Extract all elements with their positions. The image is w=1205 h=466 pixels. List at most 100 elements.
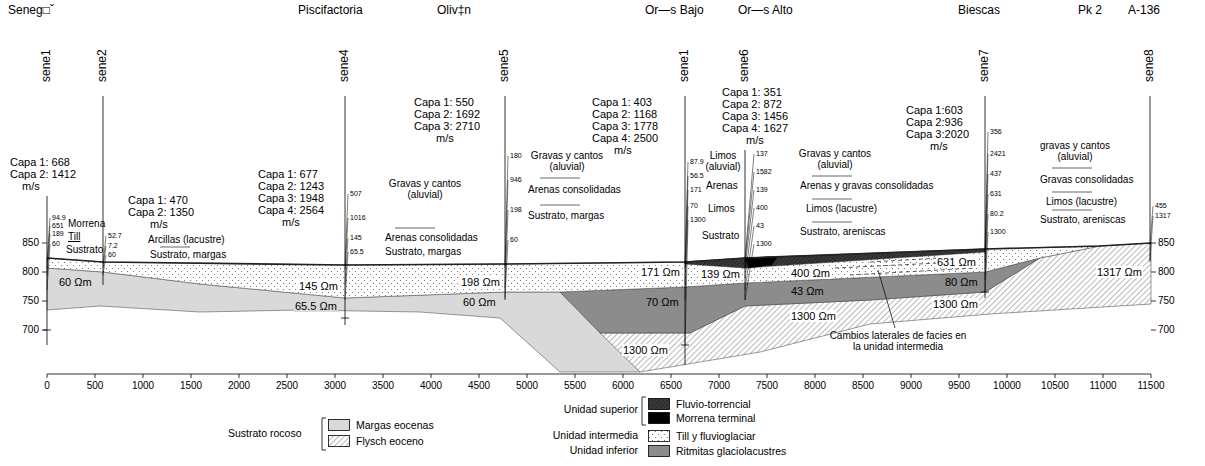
resistivity-label: 80 Ωm bbox=[944, 276, 979, 288]
seismic-velocity: Capa 1:603 bbox=[906, 104, 963, 116]
elevation-label: 750 bbox=[15, 295, 39, 306]
elevation-label: 800 bbox=[1158, 266, 1175, 277]
resistivity-value: 946 bbox=[510, 176, 522, 183]
place-name: Seneg□ˇ bbox=[8, 4, 54, 17]
seismic-velocity: Capa 4: 2564 bbox=[258, 204, 324, 216]
tick-mark bbox=[719, 374, 720, 378]
tick-mark bbox=[575, 374, 576, 378]
axis-tick-label: 8000 bbox=[804, 380, 826, 391]
seismic-velocity: Capa 2: 1243 bbox=[258, 180, 324, 192]
resistivity-value: 80.2 bbox=[990, 210, 1004, 217]
axis-tick-label: 10000 bbox=[993, 380, 1021, 391]
resistivity-label: 1317 Ωm bbox=[1096, 266, 1143, 278]
legend-group: Sustrato rocoso bbox=[228, 428, 302, 440]
elevation-ticks bbox=[42, 243, 1156, 330]
layer-name: Gravas y cantos (aluvial) bbox=[790, 148, 880, 170]
legend-text: Ritmitas glaciolacustres bbox=[676, 445, 786, 457]
layer-name: Limos (lacustre) bbox=[1046, 196, 1117, 207]
resistivity-value: 60 bbox=[108, 251, 116, 258]
layer-name: Gravas y cantos (aluvial) bbox=[380, 178, 470, 200]
axis-tick-label: 1000 bbox=[132, 380, 154, 391]
axis-tick-label: 7500 bbox=[756, 380, 778, 391]
borehole-id: sene6 bbox=[738, 49, 751, 82]
seismic-velocity: Capa 2:936 bbox=[906, 116, 963, 128]
place-name: Pk 2 bbox=[1078, 4, 1102, 17]
seismic-velocity: m/s bbox=[22, 180, 40, 192]
resistivity-value: 94.9 bbox=[52, 214, 66, 221]
axis-tick-label: 7000 bbox=[708, 380, 730, 391]
legend-item: Ritmitas glaciolacustres bbox=[648, 445, 786, 457]
borehole-id: sene2 bbox=[96, 49, 109, 82]
tick-mark bbox=[1055, 374, 1056, 378]
seismic-velocity: Capa 3:2020 bbox=[906, 128, 969, 140]
tick-mark bbox=[47, 374, 48, 378]
seismic-velocity: Capa 3: 1948 bbox=[258, 192, 324, 204]
axis-tick-label: 3500 bbox=[372, 380, 394, 391]
resistivity-label: 1300 Ωm bbox=[932, 298, 979, 310]
axis-tick-label: 9000 bbox=[900, 380, 922, 391]
seismic-velocity: Capa 1: 351 bbox=[722, 86, 782, 98]
axis-tick-label: 6000 bbox=[612, 380, 634, 391]
till-unit bbox=[47, 246, 1100, 298]
layer-name: Sustrato, areniscas bbox=[800, 226, 886, 237]
borehole-id: sene7 bbox=[978, 49, 991, 82]
tick-mark bbox=[1103, 374, 1104, 378]
legend-text: Morrena terminal bbox=[676, 412, 755, 424]
resistivity-value: 437 bbox=[990, 170, 1002, 177]
layer-name: Till bbox=[68, 231, 80, 242]
legend-swatch bbox=[648, 398, 670, 410]
resistivity-value: 145 bbox=[350, 234, 362, 241]
elevation-label: 750 bbox=[1158, 295, 1175, 306]
resistivity-value: 1300 bbox=[690, 216, 706, 223]
tick-mark bbox=[1151, 374, 1152, 378]
axis-tick-label: 8500 bbox=[852, 380, 874, 391]
resistivity-label: 171 Ωm bbox=[640, 266, 681, 278]
elevation-label: 850 bbox=[15, 237, 39, 248]
resistivity-value: 1300 bbox=[756, 240, 772, 247]
seismic-velocity: Capa 1: 668 bbox=[10, 156, 70, 168]
legend-item: Morrena terminal bbox=[648, 412, 755, 424]
seismic-velocity: Capa 3: 1456 bbox=[722, 110, 788, 122]
resistivity-value: 56.5 bbox=[690, 172, 704, 179]
elevation-label: 800 bbox=[15, 266, 39, 277]
layer-name: Sustrato, margas bbox=[150, 249, 226, 260]
resistivity-label: 70 Ωm bbox=[645, 296, 680, 308]
axis-tick-label: 6500 bbox=[660, 380, 682, 391]
legend-group: Unidad inferior bbox=[510, 445, 638, 457]
legend-item: Flysch eoceno bbox=[328, 435, 424, 447]
axis-tick-label: 3000 bbox=[324, 380, 346, 391]
resistivity-label: 1300 Ωm bbox=[622, 344, 669, 356]
layer-name: Limos (aluvial) bbox=[700, 150, 746, 172]
layer-name: Arenas bbox=[706, 180, 738, 191]
swatch-fill bbox=[649, 413, 670, 424]
layer-name: Arenas consolidadas bbox=[528, 184, 621, 195]
resistivity-value: 455 bbox=[1155, 202, 1167, 209]
distance-axis bbox=[47, 374, 1151, 375]
layer-name: Gravas consolidadas bbox=[1040, 174, 1133, 185]
layer-name: Sustrato, areniscas bbox=[1040, 214, 1126, 225]
layer-ticks bbox=[160, 168, 1092, 247]
resistivity-value: 52.7 bbox=[108, 232, 122, 239]
resistivity-label: 60 Ωm bbox=[58, 276, 93, 288]
seismic-velocity: Capa 2: 1168 bbox=[592, 108, 657, 120]
resistivity-value: 139 bbox=[756, 186, 768, 193]
tick-mark bbox=[959, 374, 960, 378]
tick-mark bbox=[335, 374, 336, 378]
legend-swatch bbox=[648, 412, 670, 424]
axis-tick-label: 9500 bbox=[948, 380, 970, 391]
axis-tick-label: 500 bbox=[87, 380, 104, 391]
resistivity-value: 1317 bbox=[1155, 212, 1171, 219]
axis-tick-label: 0 bbox=[44, 380, 50, 391]
seismic-velocity: m/s bbox=[150, 218, 168, 230]
tick-mark bbox=[95, 374, 96, 378]
borehole-id: sene1 bbox=[40, 49, 53, 82]
legend-swatch bbox=[328, 435, 350, 447]
resistivity-value: 60 bbox=[52, 240, 60, 247]
resistivity-value: 7.2 bbox=[108, 242, 118, 249]
seismic-velocity: Capa 1: 470 bbox=[128, 194, 188, 206]
legend-swatch bbox=[648, 445, 670, 457]
tick-mark bbox=[239, 374, 240, 378]
seismic-velocity: Capa 1: 403 bbox=[592, 96, 652, 108]
borehole-id: sene5 bbox=[498, 49, 511, 82]
